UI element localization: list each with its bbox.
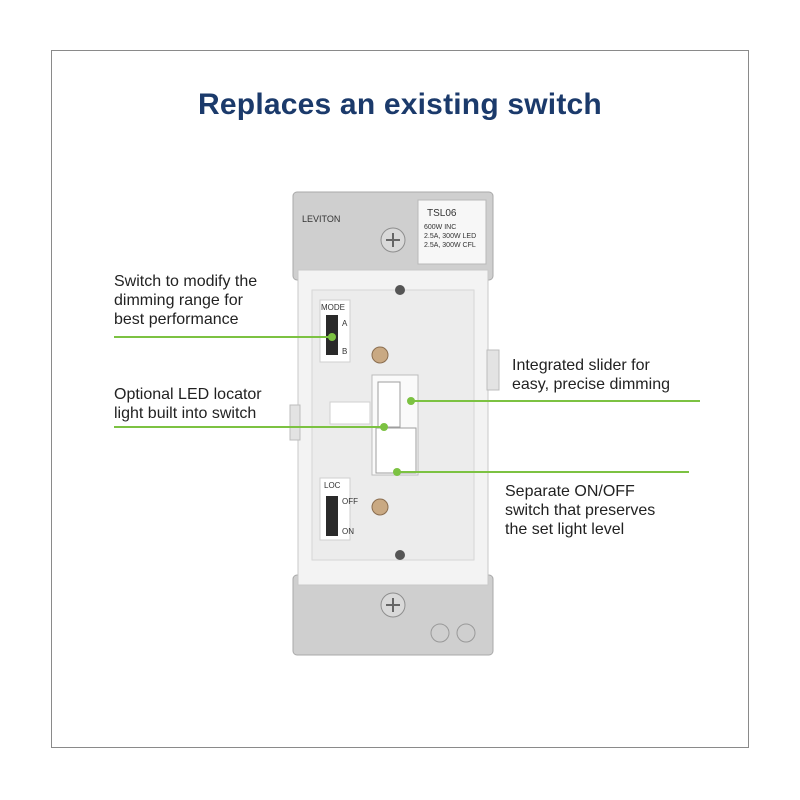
leader-range-switch — [114, 336, 332, 338]
rating-label — [417, 199, 487, 265]
callout-slider-line-1: Integrated slider for — [512, 357, 650, 374]
callout-led-locator-line-1: Optional LED locator — [114, 386, 262, 403]
leader-on-off — [396, 471, 689, 473]
lower-rivet — [371, 498, 389, 516]
rating-line-2: 2.5A, 300W LED — [424, 233, 476, 240]
top-hole — [395, 285, 405, 295]
leader-dot-slider — [407, 397, 415, 405]
callout-range-switch-line-3: best performance — [114, 311, 239, 328]
off-mark: OFF — [342, 497, 358, 506]
leader-dot-led-locator — [380, 423, 388, 431]
brand-mark: LEVITON — [302, 214, 340, 224]
mode-a-mark: A — [342, 319, 348, 328]
rating-line-3: 2.5A, 300W CFL — [424, 242, 476, 249]
bottom-screw-slot — [386, 598, 400, 612]
callout-led-locator-line-2: light built into switch — [114, 405, 257, 422]
callout-on-off-line-1: Separate ON/OFF — [505, 483, 635, 500]
rating-line-1: 600W INC — [424, 224, 456, 231]
on-off-toggle — [375, 427, 417, 474]
leader-dot-range-switch — [328, 333, 336, 341]
certification-mark-1 — [430, 623, 450, 643]
certification-mark-2 — [456, 623, 476, 643]
leader-dot-on-off — [393, 468, 401, 476]
callout-led-locator: Optional LED locator light built into sw… — [114, 385, 262, 423]
mode-b-mark: B — [342, 347, 347, 356]
page-title: Replaces an existing switch — [198, 88, 602, 121]
callout-range-switch-line-2: dimming range for — [114, 292, 243, 309]
mode-mark: MODE — [321, 303, 345, 312]
bottom-hole — [395, 550, 405, 560]
callout-on-off-line-2: switch that preserves — [505, 502, 656, 519]
left-side-tab — [289, 404, 301, 441]
callout-range-switch: Switch to modify the dimming range for b… — [114, 272, 257, 329]
callout-on-off: Separate ON/OFF switch that preserves th… — [505, 482, 655, 539]
locator-light — [329, 401, 371, 425]
leader-slider — [410, 400, 700, 402]
right-side-tab — [486, 349, 500, 391]
callout-slider: Integrated slider for easy, precise dimm… — [512, 356, 670, 394]
image-frame — [51, 50, 749, 748]
model-number: TSL06 — [427, 208, 457, 219]
on-mark: ON — [342, 527, 354, 536]
dimming-slider — [377, 381, 401, 428]
callout-slider-line-2: easy, precise dimming — [512, 376, 670, 393]
callout-on-off-line-3: the set light level — [505, 521, 625, 538]
loc-mark: LOC — [324, 481, 341, 490]
upper-rivet — [371, 346, 389, 364]
locator-switch-slider — [326, 496, 338, 536]
leader-led-locator — [114, 426, 384, 428]
callout-range-switch-line-1: Switch to modify the — [114, 273, 258, 290]
top-screw-slot — [386, 233, 400, 247]
